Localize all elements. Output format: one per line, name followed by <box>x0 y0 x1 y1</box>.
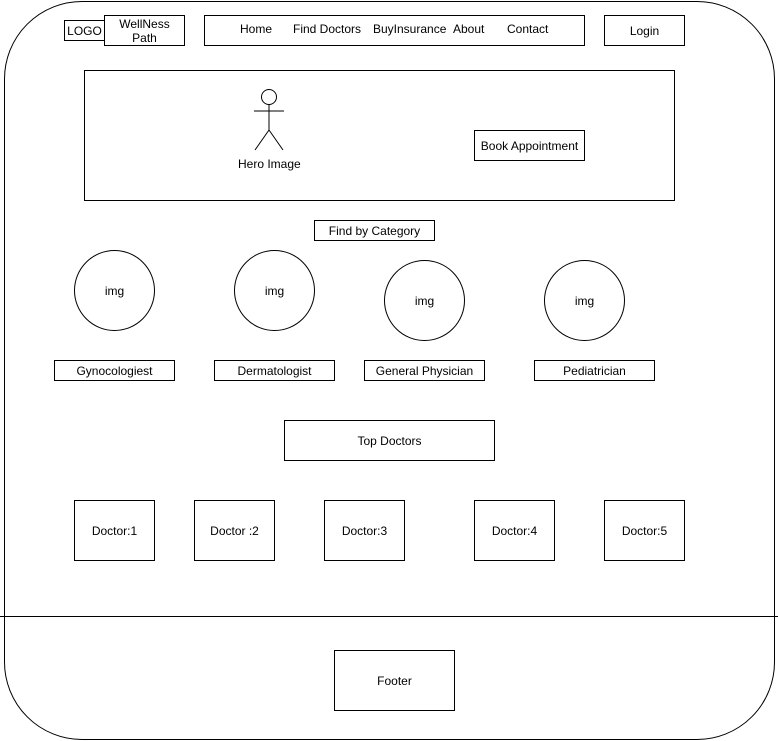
category-image-placeholder: img <box>264 283 285 298</box>
doctor-card-4[interactable]: Doctor:4 <box>474 500 555 561</box>
brand-name-line2: Path <box>132 30 157 45</box>
nav-home[interactable]: Home <box>240 22 273 36</box>
login-button[interactable]: Login <box>604 15 685 46</box>
nav-find-doctors[interactable]: Find Doctors <box>293 22 362 36</box>
book-appointment-button[interactable]: Book Appointment <box>474 130 585 161</box>
nav-bar <box>204 15 585 46</box>
doctor-card-1[interactable]: Doctor:1 <box>74 500 155 561</box>
hero-section <box>84 70 675 201</box>
category-image-pediatrician[interactable]: img <box>544 260 625 341</box>
logo[interactable]: LOGO <box>64 20 105 41</box>
footer-divider <box>0 616 778 617</box>
nav-buy-insurance[interactable]: BuyInsurance <box>373 22 447 36</box>
brand-name[interactable]: WellNess Path <box>104 15 185 46</box>
nav-contact[interactable]: Contact <box>507 22 549 36</box>
category-image-dermatologist[interactable]: img <box>234 250 315 331</box>
category-image-placeholder: img <box>414 293 435 308</box>
footer: Footer <box>334 650 455 711</box>
hero-image-label: Hero Image <box>238 157 301 171</box>
category-label-gynecologist[interactable]: Gynocologiest <box>54 360 175 381</box>
category-image-gynecologist[interactable]: img <box>74 250 155 331</box>
top-doctors-title: Top Doctors <box>284 420 495 461</box>
category-label-general-physician[interactable]: General Physician <box>364 360 485 381</box>
category-image-placeholder: img <box>574 293 595 308</box>
category-label-dermatologist[interactable]: Dermatologist <box>214 360 335 381</box>
doctor-card-5[interactable]: Doctor:5 <box>604 500 685 561</box>
doctor-card-3[interactable]: Doctor:3 <box>324 500 405 561</box>
category-title: Find by Category <box>314 220 435 241</box>
category-label-pediatrician[interactable]: Pediatrician <box>534 360 655 381</box>
category-image-placeholder: img <box>104 283 125 298</box>
category-image-general-physician[interactable]: img <box>384 260 465 341</box>
person-icon <box>254 89 284 151</box>
brand-name-line1: WellNess <box>119 16 170 31</box>
nav-about[interactable]: About <box>453 22 485 36</box>
doctor-card-2[interactable]: Doctor :2 <box>194 500 275 561</box>
